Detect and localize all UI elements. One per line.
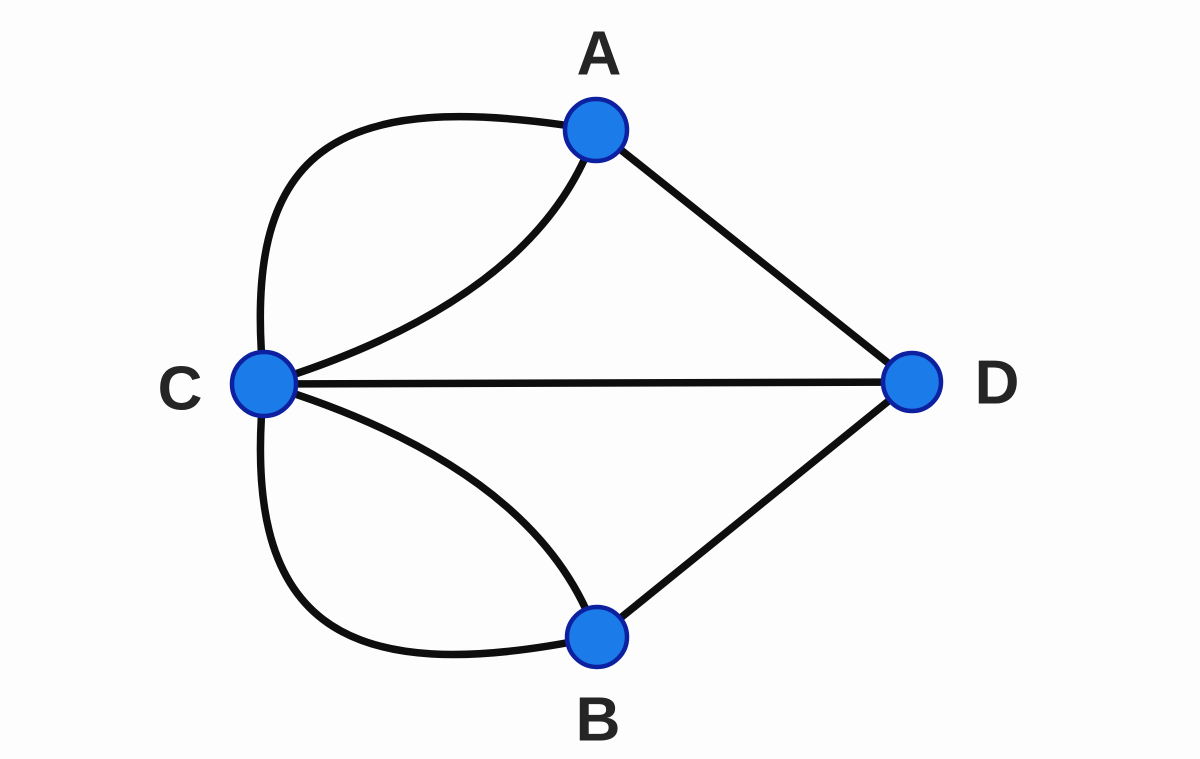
node-D	[880, 350, 944, 414]
node-A	[562, 96, 630, 164]
node-B	[564, 604, 630, 670]
edge-B-D	[593, 378, 916, 641]
edge-C-D	[260, 378, 916, 388]
node-C	[229, 349, 299, 419]
node-label-D: D	[975, 349, 1020, 418]
node-label-A: A	[577, 20, 622, 89]
edge-C-A-outer	[256, 112, 600, 388]
edge-C-A-inner	[260, 126, 600, 388]
nodes-layer	[229, 96, 944, 670]
node-label-B: B	[576, 686, 621, 755]
edge-A-D	[592, 126, 916, 386]
edge-C-B-outer	[256, 380, 601, 659]
edges-layer	[256, 112, 916, 659]
labels-layer: A B C D	[158, 20, 1020, 755]
edge-C-B-inner	[260, 380, 601, 641]
node-label-C: C	[158, 355, 203, 424]
